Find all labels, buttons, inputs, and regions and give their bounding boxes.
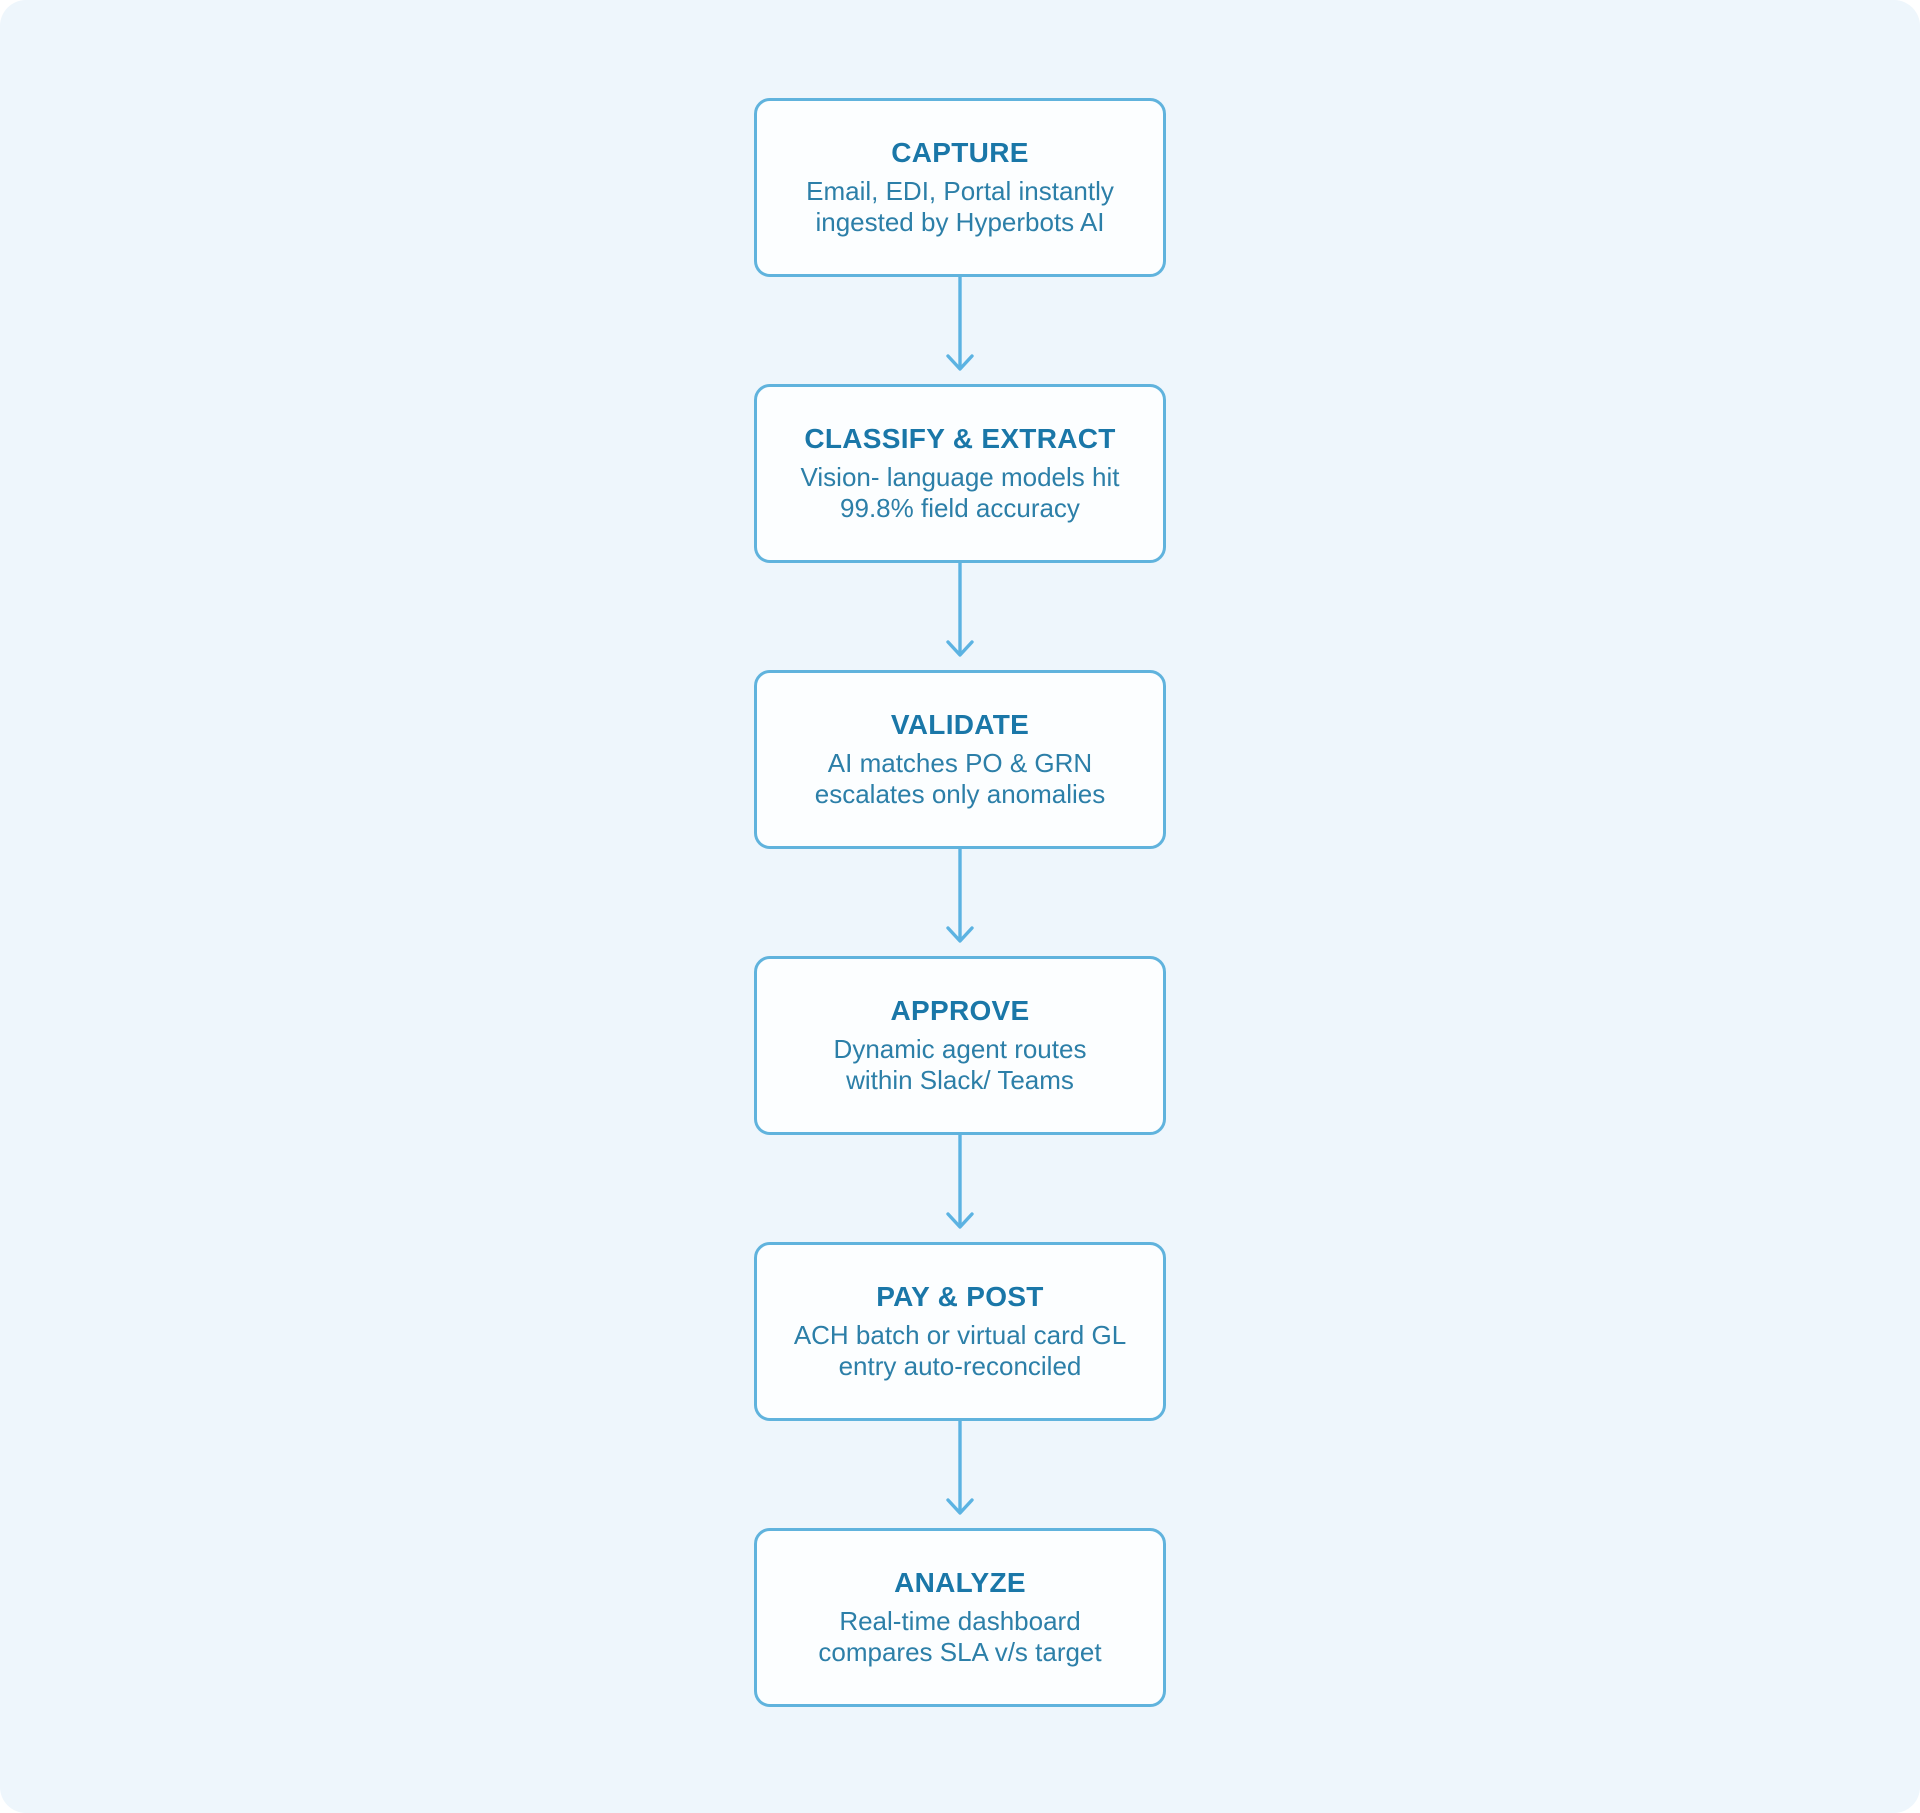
step-description: ACH batch or virtual card GL entry auto-…: [793, 1320, 1127, 1381]
step-description: Real-time dashboard compares SLA v/s tar…: [818, 1606, 1102, 1667]
step-description: AI matches PO & GRN escalates only anoma…: [814, 748, 1106, 809]
flow-step-box: VALIDATE AI matches PO & GRN escalates o…: [754, 670, 1166, 849]
step-title: CAPTURE: [891, 137, 1029, 168]
flow-step: ANALYZE Real-time dashboard compares SLA…: [754, 1528, 1166, 1707]
step-title: CLASSIFY & EXTRACT: [804, 423, 1116, 454]
flow-step-box: PAY & POST ACH batch or virtual card GL …: [754, 1242, 1166, 1421]
arrow-down-icon: [946, 1421, 974, 1515]
workflow-flowchart: CAPTURE Email, EDI, Portal instantly ing…: [754, 98, 1166, 1707]
flow-step: VALIDATE AI matches PO & GRN escalates o…: [754, 670, 1166, 956]
flow-step-box: CAPTURE Email, EDI, Portal instantly ing…: [754, 98, 1166, 277]
arrow-down-icon: [946, 277, 974, 371]
flow-step-box: ANALYZE Real-time dashboard compares SLA…: [754, 1528, 1166, 1707]
arrow-down-icon: [946, 849, 974, 943]
flow-step-box: CLASSIFY & EXTRACT Vision- language mode…: [754, 384, 1166, 563]
step-title: ANALYZE: [894, 1567, 1026, 1598]
step-description: Dynamic agent routes within Slack/ Teams: [833, 1034, 1087, 1095]
flow-step: CAPTURE Email, EDI, Portal instantly ing…: [754, 98, 1166, 384]
step-title: VALIDATE: [890, 709, 1030, 740]
step-title: APPROVE: [890, 995, 1030, 1026]
flow-step: CLASSIFY & EXTRACT Vision- language mode…: [754, 384, 1166, 670]
flow-step: PAY & POST ACH batch or virtual card GL …: [754, 1242, 1166, 1528]
flow-step: APPROVE Dynamic agent routes within Slac…: [754, 956, 1166, 1242]
arrow-down-icon: [946, 563, 974, 657]
step-title: PAY & POST: [876, 1281, 1044, 1312]
step-description: Email, EDI, Portal instantly ingested by…: [806, 176, 1114, 237]
step-description: Vision- language models hit 99.8% field …: [800, 462, 1120, 523]
arrow-down-icon: [946, 1135, 974, 1229]
flow-step-box: APPROVE Dynamic agent routes within Slac…: [754, 956, 1166, 1135]
